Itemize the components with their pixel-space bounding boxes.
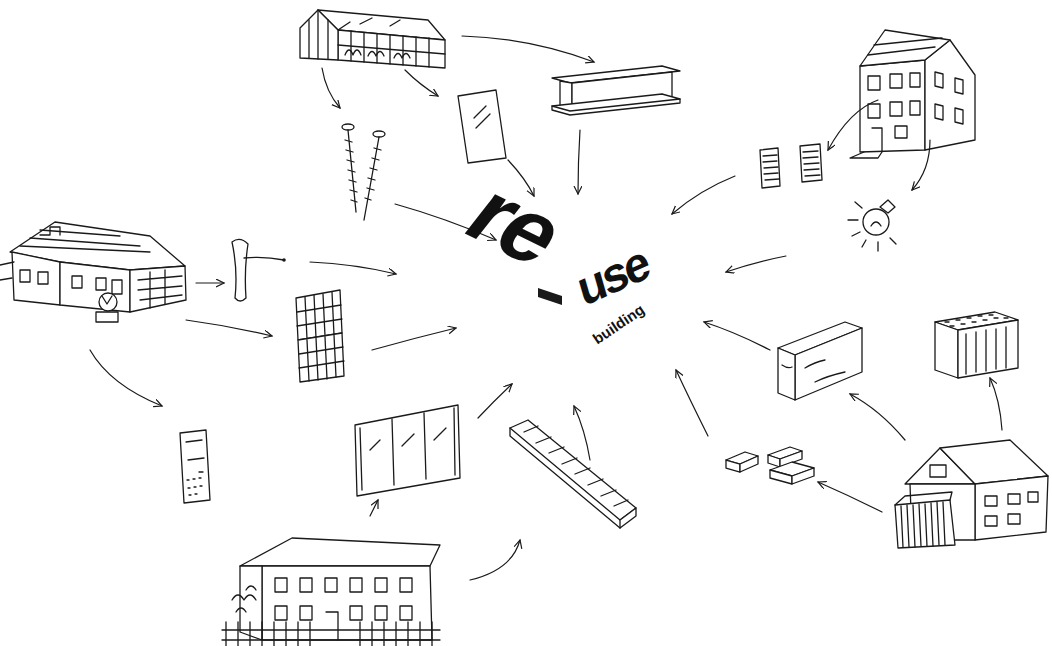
flow-arrow bbox=[90, 350, 162, 406]
flow-arrow bbox=[574, 406, 590, 460]
shutters-sketch bbox=[760, 144, 822, 188]
flow-arrow bbox=[462, 36, 594, 62]
flow-arrow bbox=[405, 70, 438, 96]
bricks-sketch bbox=[726, 447, 814, 484]
logo-word: re bbox=[450, 168, 581, 278]
flow-arrow bbox=[676, 370, 708, 436]
flow-arrow bbox=[990, 378, 1002, 430]
flow-arrow bbox=[578, 130, 580, 194]
flow-arrow bbox=[186, 320, 272, 336]
logo-bar bbox=[538, 288, 562, 305]
stairs-sketch bbox=[510, 420, 636, 528]
bulb-sketch bbox=[848, 200, 896, 251]
flow-arrow bbox=[310, 262, 396, 274]
flow-arrow bbox=[912, 140, 930, 190]
door-sketch bbox=[180, 430, 210, 503]
glass-pane-sketch bbox=[458, 90, 506, 163]
farmhouse-sketch bbox=[0, 222, 186, 322]
window-sketch bbox=[355, 405, 460, 496]
flow-arrow bbox=[478, 384, 512, 418]
wall-panel-sketch bbox=[296, 290, 344, 382]
villa-sketch bbox=[222, 538, 440, 646]
flow-arrow bbox=[704, 322, 770, 350]
steel-beam-sketch bbox=[552, 66, 680, 115]
flow-arrow bbox=[850, 394, 905, 440]
flow-arrow bbox=[672, 176, 735, 214]
logo-word: use bbox=[572, 238, 653, 315]
flow-arrow bbox=[470, 540, 520, 580]
door-handle-sketch bbox=[232, 239, 286, 301]
flow-arrow bbox=[372, 328, 456, 350]
cottage-sketch bbox=[895, 440, 1048, 548]
clay-block-sketch bbox=[935, 312, 1018, 378]
flow-arrow bbox=[196, 282, 224, 283]
flow-arrow bbox=[818, 482, 882, 512]
flow-arrow bbox=[322, 68, 340, 108]
greenhouse-sketch bbox=[300, 10, 445, 68]
flow-arrow bbox=[370, 500, 378, 516]
flow-arrow bbox=[726, 256, 786, 272]
flow-arrow bbox=[828, 100, 878, 150]
house-sketch bbox=[850, 30, 975, 158]
screws-sketch bbox=[342, 124, 385, 220]
arrows bbox=[90, 36, 1002, 580]
timber-sketch bbox=[778, 322, 862, 400]
